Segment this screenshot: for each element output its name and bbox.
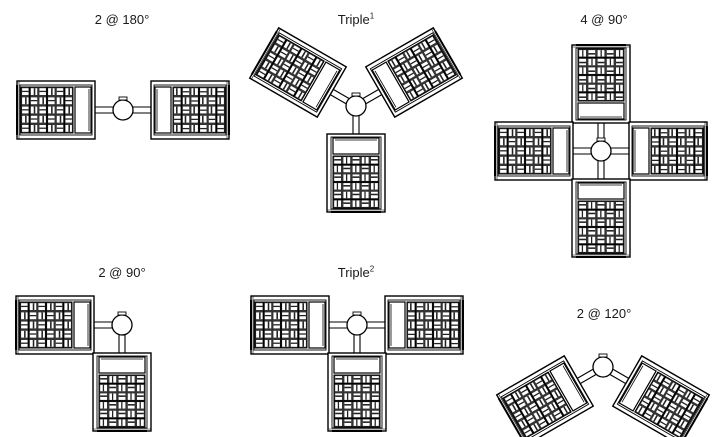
enclosure-triple-1-2 xyxy=(326,133,386,213)
connector-arm xyxy=(329,321,347,329)
connector-arm xyxy=(609,368,630,385)
hub-triple-2 xyxy=(346,314,368,336)
config-label-four-90: 4 @ 90° xyxy=(580,12,628,27)
config-label-two-90: 2 @ 90° xyxy=(98,265,146,280)
config-label-triple-2: Triple2 xyxy=(337,264,375,280)
enclosure-two-180-1 xyxy=(150,80,230,140)
connector-arm xyxy=(597,161,605,179)
enclosure-four-90-1 xyxy=(494,121,574,181)
hub-two-120 xyxy=(592,356,614,378)
config-label-two-120: 2 @ 120° xyxy=(576,306,632,321)
connector-arm xyxy=(329,88,350,105)
connector-arm xyxy=(352,116,360,134)
connector-arm xyxy=(367,321,385,329)
enclosure-triple-1-0 xyxy=(248,26,348,119)
configuration-two-90 xyxy=(15,295,152,432)
hub-cap xyxy=(351,92,361,97)
hub-two-180 xyxy=(112,99,134,121)
config-label-two-180: 2 @ 180° xyxy=(94,12,150,27)
connector-arm xyxy=(573,147,591,155)
enclosure-two-90-1 xyxy=(92,352,152,432)
hub-cap xyxy=(596,137,606,142)
configuration-triple-2 xyxy=(250,295,464,432)
hub-two-90 xyxy=(111,314,133,336)
config-label-triple-1: Triple1 xyxy=(337,11,375,27)
enclosure-two-120-1 xyxy=(611,354,711,437)
configuration-two-120 xyxy=(495,353,711,437)
configuration-four-90 xyxy=(494,44,708,258)
configuration-triple-1 xyxy=(248,26,464,213)
enclosure-four-90-2 xyxy=(628,121,708,181)
hub-cap xyxy=(117,311,127,316)
connector-arm xyxy=(611,147,629,155)
hub-cap xyxy=(118,96,128,101)
connector-arm xyxy=(133,106,151,114)
connector-arm xyxy=(95,106,113,114)
hub-triple-1 xyxy=(345,95,367,117)
enclosure-triple-2-0 xyxy=(250,295,330,355)
enclosure-two-180-0 xyxy=(16,80,96,140)
enclosure-triple-1-1 xyxy=(364,26,464,119)
hub-four-90 xyxy=(590,140,612,162)
configuration-two-180 xyxy=(16,80,230,140)
connector-arm xyxy=(118,335,126,353)
hub-cap xyxy=(352,311,362,316)
enclosure-triple-2-1 xyxy=(384,295,464,355)
enclosure-triple-2-2 xyxy=(327,352,387,432)
enclosure-four-90-0 xyxy=(571,44,631,124)
enclosure-two-120-0 xyxy=(495,354,595,437)
connector-arm xyxy=(94,321,112,329)
enclosure-two-90-0 xyxy=(15,295,95,355)
connector-arm xyxy=(576,368,597,385)
connector-arm xyxy=(362,88,383,105)
enclosure-four-90-3 xyxy=(571,178,631,258)
hub-cap xyxy=(598,353,608,358)
connector-arm xyxy=(353,335,361,353)
